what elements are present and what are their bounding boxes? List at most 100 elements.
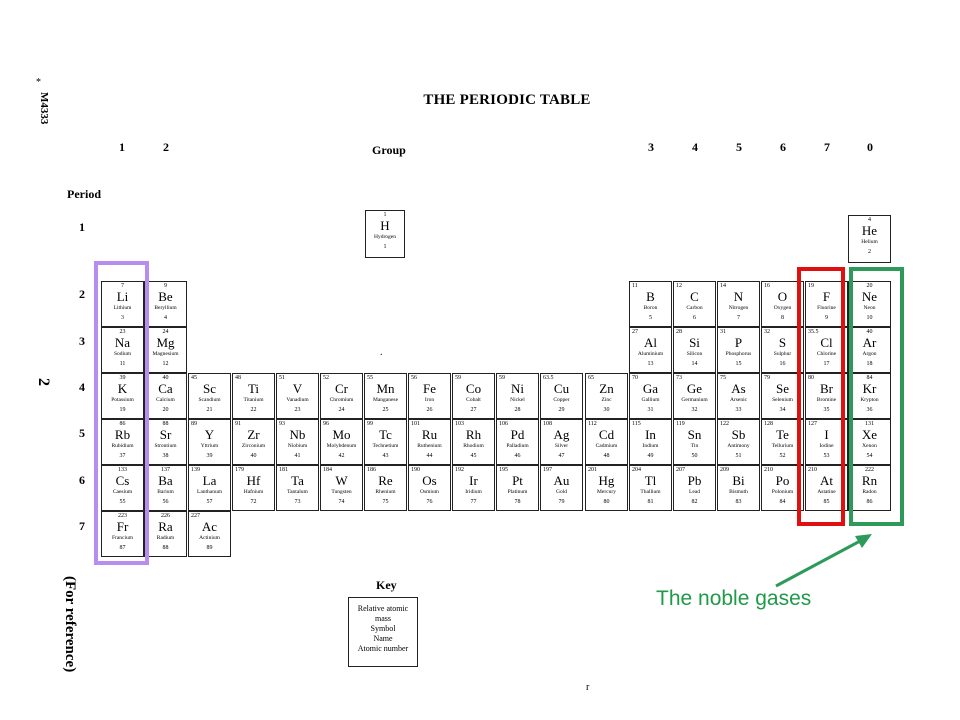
element-mass: 23 [119, 329, 126, 335]
element-num: 42 [338, 453, 345, 459]
element-mass: 65 [588, 375, 594, 381]
element-name: Iron [424, 397, 435, 403]
element-sym: Cl [820, 335, 833, 350]
element-sym: V [292, 381, 303, 396]
element-mass: 52 [323, 375, 329, 381]
element-mass: 179 [235, 467, 244, 473]
group-number: 6 [780, 140, 786, 154]
element-name: Argon [862, 351, 877, 357]
element-num: 80 [603, 499, 610, 505]
element-num: 75 [382, 499, 389, 505]
element-mass: 210 [808, 467, 817, 473]
element-num: 30 [603, 407, 610, 413]
element-sym: Fe [423, 381, 436, 396]
element-mass: 63.5 [543, 375, 554, 381]
element-num: 28 [514, 407, 521, 413]
element-num: 44 [426, 453, 433, 459]
element-sym: Se [776, 381, 789, 396]
element-mass: 195 [499, 467, 508, 473]
element-mass: 207 [676, 467, 685, 473]
element-num: 18 [866, 361, 873, 367]
element-mass: 186 [367, 467, 376, 473]
margin-mark: * [36, 77, 41, 88]
element-name: Copper [553, 397, 570, 403]
element-mass: 12 [676, 283, 682, 289]
element-num: 37 [119, 453, 126, 459]
element-num: 14 [691, 361, 698, 367]
element-name: Barium [157, 489, 174, 495]
element-name: Tellurium [771, 443, 794, 449]
element-sym: Ar [862, 335, 877, 350]
element-name: Vanadium [286, 397, 309, 403]
element-mass: 108 [543, 421, 552, 427]
element-name: Phosphorus [725, 351, 752, 357]
element-sym: Mg [156, 335, 175, 350]
element-num: 46 [514, 453, 521, 459]
element-num: 74 [338, 499, 345, 505]
element-sym: Rb [114, 427, 131, 442]
element-name: Cadmium [595, 443, 618, 449]
element-num: 11 [119, 361, 126, 367]
element-name: Tantalum [287, 489, 308, 495]
element-num: 31 [647, 407, 654, 413]
period-number: 7 [79, 519, 85, 533]
element-mass: 119 [676, 421, 685, 427]
element-mass: 11 [632, 283, 638, 289]
element-name: Krypton [860, 397, 879, 403]
group-number: 7 [824, 140, 830, 154]
element-sym: Be [158, 289, 173, 304]
page-title: THE PERIODIC TABLE [423, 92, 591, 108]
element-sym: W [335, 473, 348, 488]
element-sym: Sr [159, 427, 172, 442]
element-mass: 115 [632, 421, 641, 427]
noble-gases-highlight-box [849, 267, 904, 526]
element-name: Oxygen [773, 305, 792, 311]
element-num: 72 [250, 499, 257, 505]
element-mass: 32 [764, 329, 770, 335]
key-box: Relative atomic mass Symbol Name Atomic … [348, 597, 418, 667]
element-mass: 184 [323, 467, 332, 473]
element-mass: 14 [720, 283, 726, 289]
scan-mark: r [586, 682, 590, 693]
element-sym: Mo [332, 427, 351, 442]
element-name: Manganese [372, 397, 399, 403]
element-num: 36 [866, 407, 873, 413]
element-sym: Hf [246, 473, 261, 488]
element-mass: 127 [808, 421, 817, 427]
element-sym: Te [776, 427, 789, 442]
element-sym: Os [422, 473, 437, 488]
element-mass: 51 [279, 375, 285, 381]
element-name: Rhodium [463, 443, 484, 449]
element-sym: H [380, 218, 390, 233]
element-sym: Cd [598, 427, 615, 442]
element-name: Mercury [597, 489, 616, 495]
group-number: 4 [692, 140, 698, 154]
element-num: 8 [781, 315, 784, 321]
element-num: 87 [119, 545, 126, 551]
group-1-highlight-box [94, 261, 149, 565]
element-sym: Cs [115, 473, 130, 488]
element-name: Germanium [681, 397, 708, 403]
element-num: 52 [779, 453, 786, 459]
element-mass: 59 [455, 375, 461, 381]
element-num: 19 [119, 407, 126, 413]
element-name: Niobium [287, 443, 308, 449]
